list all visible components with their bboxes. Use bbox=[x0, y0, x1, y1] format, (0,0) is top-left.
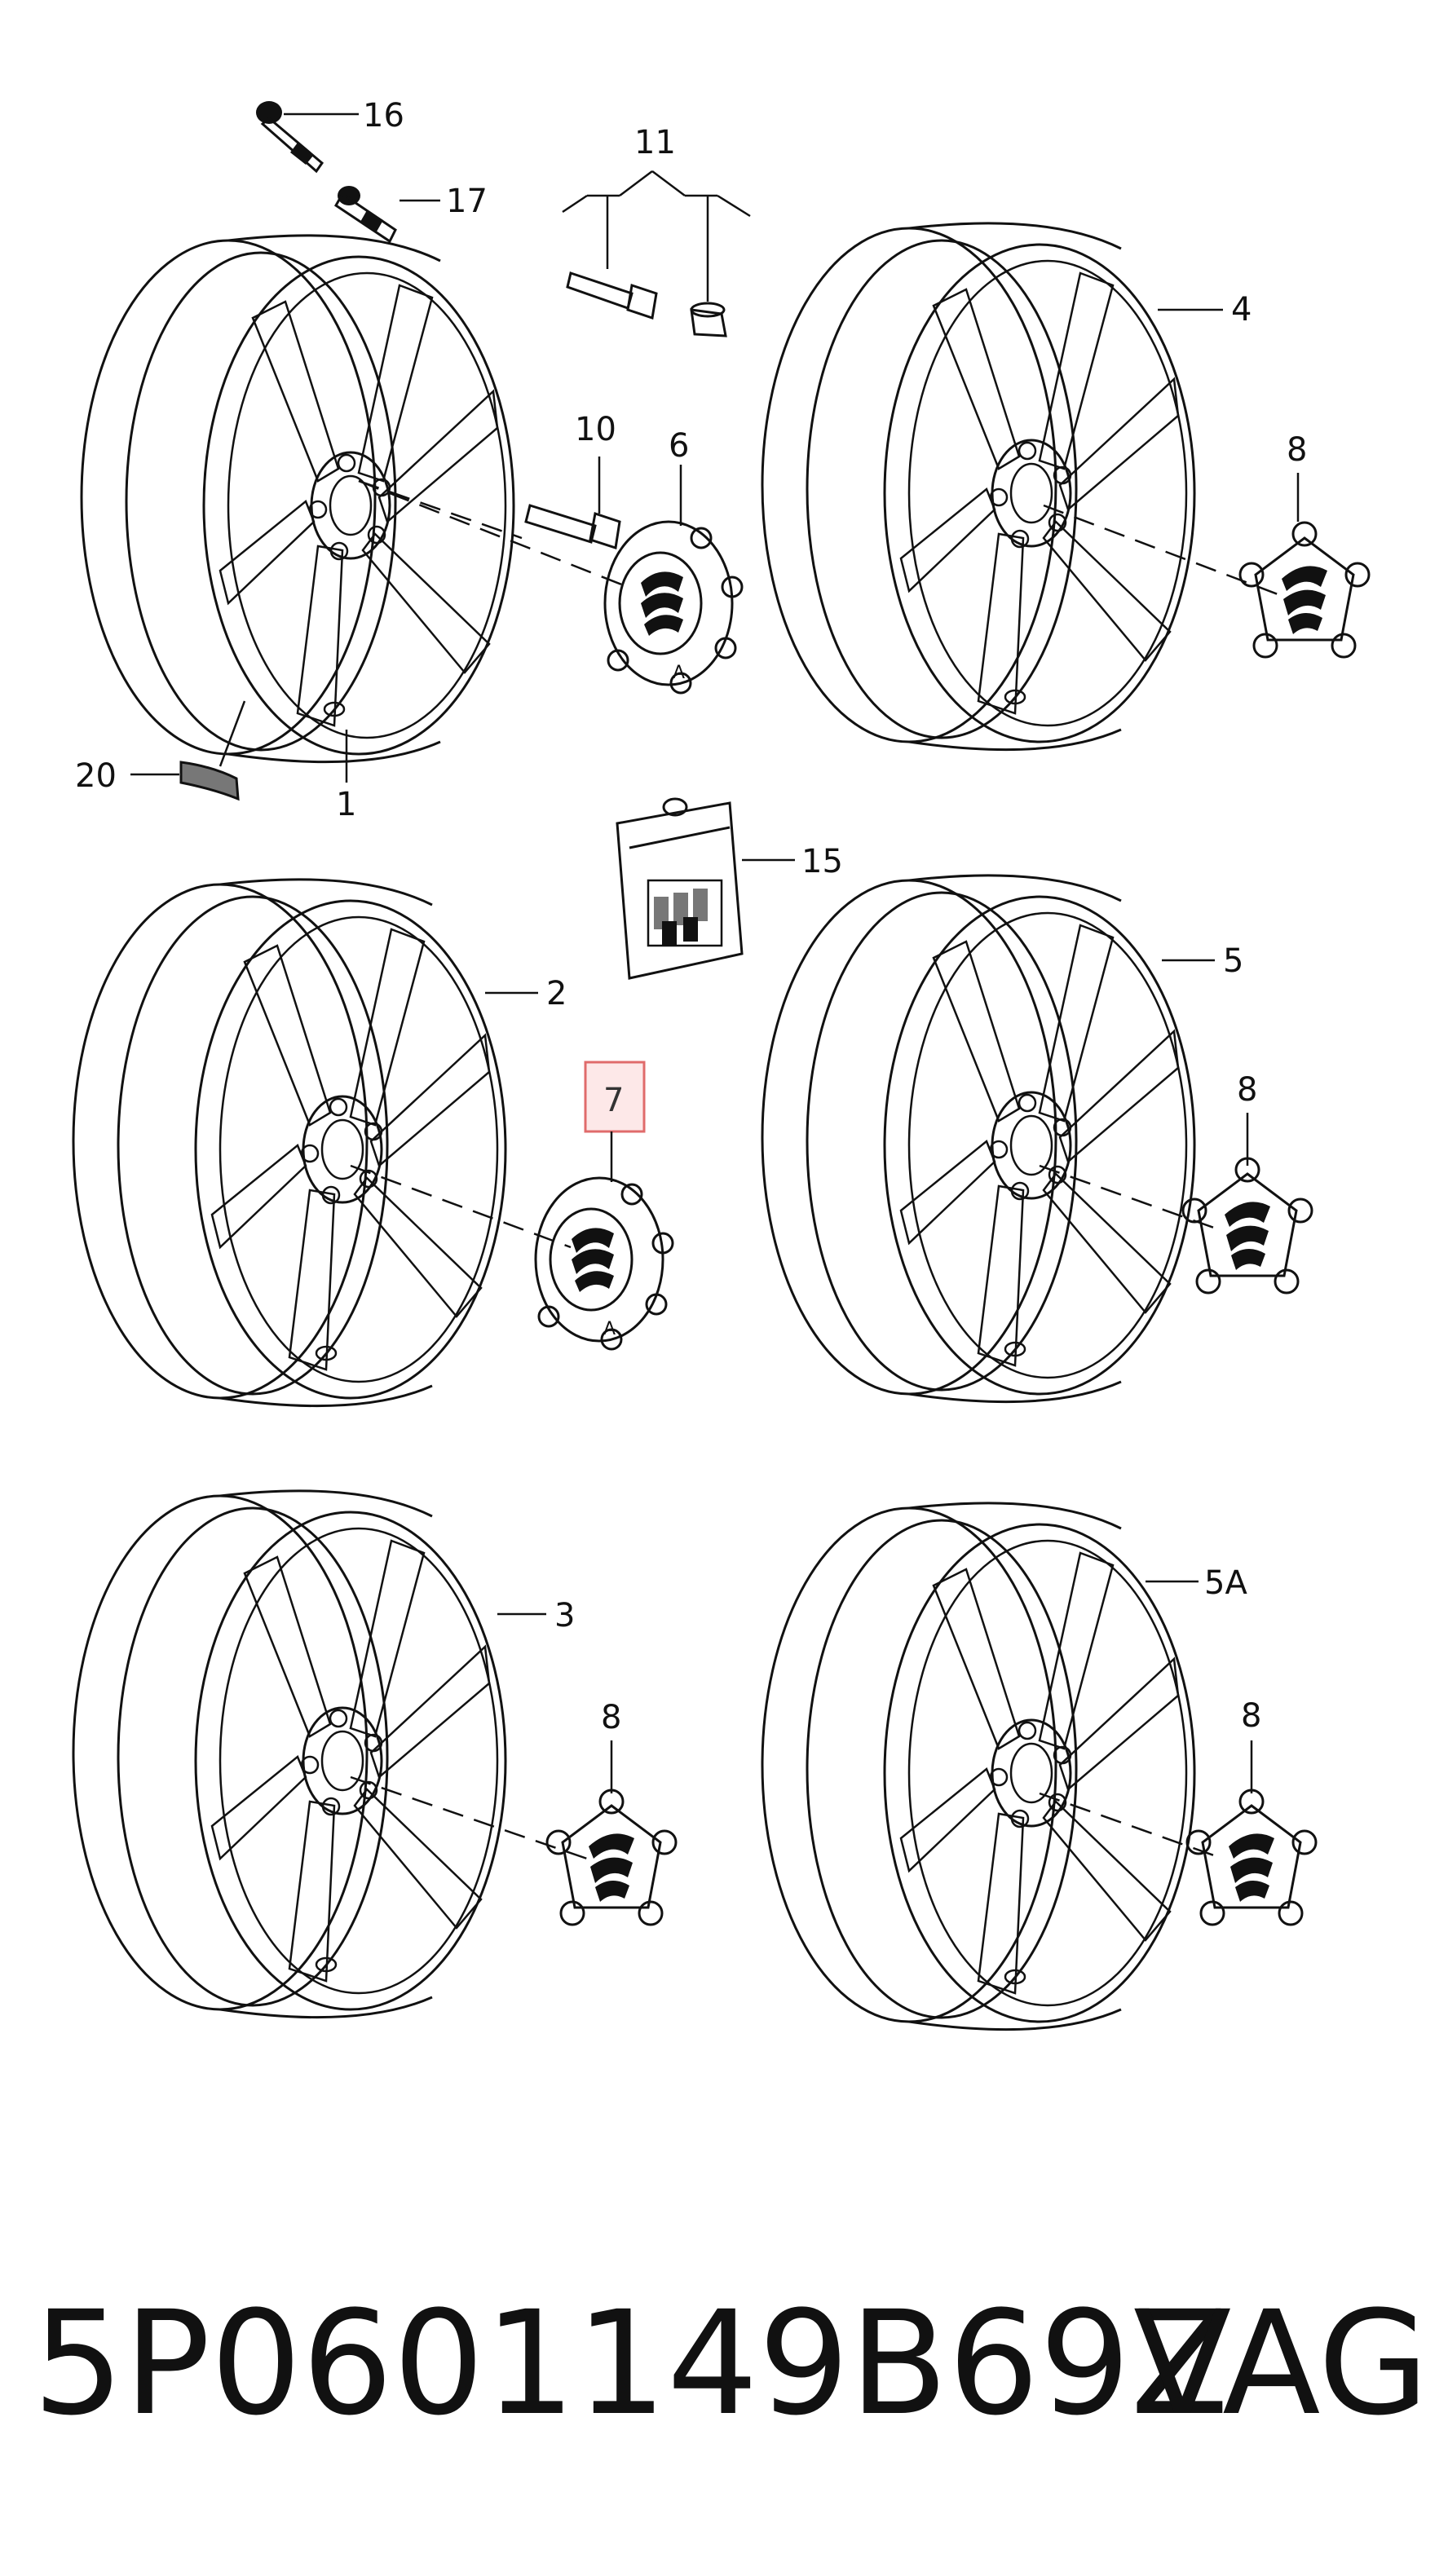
callout-15: 15 bbox=[801, 843, 843, 880]
callout-8c: 8 bbox=[601, 1699, 621, 1736]
callout-8d: 8 bbox=[1241, 1697, 1261, 1735]
callout-20: 20 bbox=[75, 757, 117, 795]
callout-8a: 8 bbox=[1287, 431, 1307, 469]
callout-5: 5 bbox=[1223, 942, 1243, 980]
wheel-5-illustration bbox=[761, 874, 1196, 1404]
center-cap-8c-illustration bbox=[545, 1789, 678, 1926]
center-cap-7-illustration bbox=[534, 1176, 674, 1351]
callout-10: 10 bbox=[575, 411, 616, 448]
callout-17: 17 bbox=[446, 183, 488, 220]
center-cap-8b-illustration bbox=[1181, 1157, 1313, 1295]
callout-7[interactable]: 7 bbox=[603, 1082, 624, 1119]
callout-1: 1 bbox=[336, 786, 356, 823]
callout-5a: 5A bbox=[1204, 1564, 1247, 1602]
bolt-kit-15-illustration bbox=[616, 797, 744, 980]
valve-stem-16-illustration bbox=[256, 101, 324, 174]
footer: 5P0601149B69Z VAG bbox=[33, 2274, 1429, 2454]
part-number: 5P0601149B69Z bbox=[33, 2280, 1229, 2447]
valve-20-illustration bbox=[179, 761, 240, 801]
wheel-4-illustration bbox=[761, 222, 1196, 752]
wheel-3-illustration bbox=[72, 1489, 507, 2019]
callout-6: 6 bbox=[669, 427, 689, 465]
wheel-2-illustration bbox=[72, 878, 507, 1408]
callout-8b: 8 bbox=[1237, 1071, 1257, 1109]
center-cap-8d-illustration bbox=[1185, 1789, 1318, 1926]
callout-2: 2 bbox=[546, 975, 567, 1012]
wheel-bolt-10-illustration bbox=[524, 504, 621, 549]
callout-3: 3 bbox=[554, 1597, 575, 1634]
callout-4: 4 bbox=[1231, 291, 1252, 329]
part-7-highlight-box[interactable] bbox=[584, 1061, 646, 1133]
center-cap-6-illustration bbox=[603, 520, 744, 695]
valve-17-illustration bbox=[334, 186, 397, 244]
center-cap-8a-illustration bbox=[1238, 521, 1371, 659]
brand-name: VAG bbox=[1133, 2280, 1429, 2447]
wheel-nut-11b-illustration bbox=[690, 302, 727, 337]
callout-11: 11 bbox=[634, 124, 676, 161]
wheel-1-illustration bbox=[80, 234, 515, 764]
callout-16: 16 bbox=[363, 97, 404, 135]
wheel-bolt-11a-illustration bbox=[566, 271, 658, 320]
wheel-parts-diagram: A bbox=[72, 97, 1371, 2031]
wheel-5a-illustration bbox=[761, 1502, 1196, 2031]
